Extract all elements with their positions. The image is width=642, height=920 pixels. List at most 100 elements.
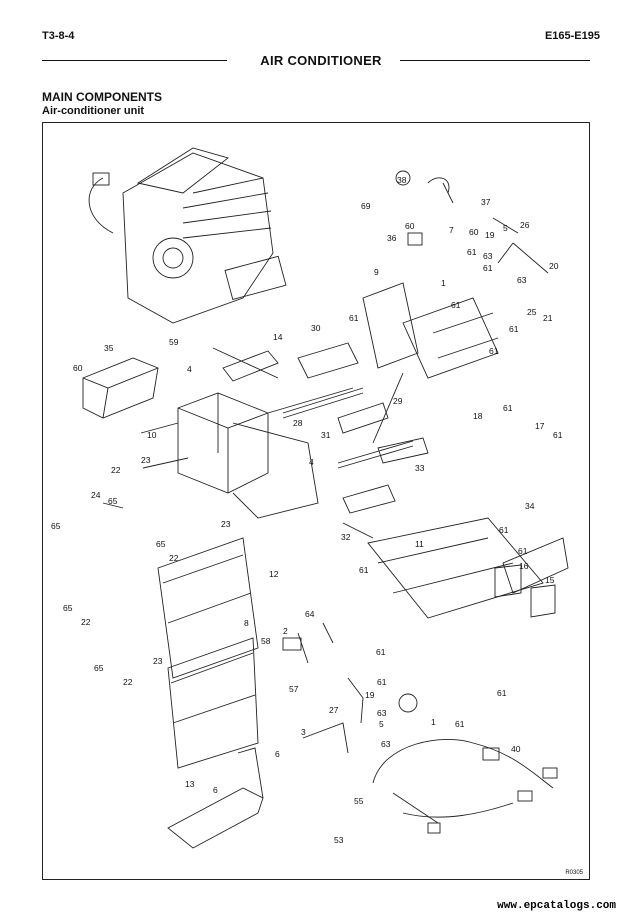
page-title: AIR CONDITIONER: [260, 53, 382, 68]
svg-text:61: 61: [467, 247, 477, 257]
amplifier-illustration: [82, 357, 159, 419]
svg-text:19: 19: [365, 690, 375, 700]
svg-text:17: 17: [535, 421, 545, 431]
title-rule-left: [42, 60, 227, 61]
svg-text:25: 25: [527, 307, 537, 317]
svg-text:61: 61: [455, 719, 465, 729]
svg-text:23: 23: [153, 656, 163, 666]
svg-text:30: 30: [311, 323, 321, 333]
exploded-view-drawing: 35 60 59 4 14 30 61 9 10 28 29 31 33 32 …: [51, 147, 569, 849]
svg-text:22: 22: [111, 465, 121, 475]
svg-text:55: 55: [354, 796, 364, 806]
svg-text:23: 23: [141, 455, 151, 465]
svg-text:8: 8: [244, 618, 249, 628]
svg-text:61: 61: [518, 546, 528, 556]
svg-text:11: 11: [415, 539, 424, 549]
svg-text:18: 18: [473, 411, 483, 421]
svg-text:65: 65: [94, 663, 104, 673]
svg-text:22: 22: [123, 677, 133, 687]
svg-text:3: 3: [301, 727, 306, 737]
svg-text:4: 4: [187, 364, 192, 374]
svg-text:4: 4: [309, 457, 314, 467]
svg-text:61: 61: [553, 430, 563, 440]
svg-text:61: 61: [509, 324, 519, 334]
svg-text:57: 57: [289, 684, 299, 694]
svg-text:16: 16: [519, 561, 529, 571]
svg-text:59: 59: [169, 337, 179, 347]
svg-text:61: 61: [497, 688, 507, 698]
section-heading: MAIN COMPONENTS: [42, 90, 162, 104]
part-number-labels: 35 60 59 4 14 30 61 9 10 28 29 31 33 32 …: [51, 175, 563, 845]
svg-text:61: 61: [503, 403, 513, 413]
lower-case-illustration: [177, 392, 319, 519]
svg-text:65: 65: [108, 496, 118, 506]
svg-text:22: 22: [169, 553, 179, 563]
svg-text:61: 61: [349, 313, 359, 323]
svg-text:60: 60: [73, 363, 83, 373]
svg-text:37: 37: [481, 197, 491, 207]
svg-text:12: 12: [269, 569, 279, 579]
drain-pan-illustration: [167, 747, 264, 849]
svg-text:60: 60: [405, 221, 415, 231]
model-range: E165-E195: [544, 30, 600, 42]
gasket-illustration: [222, 350, 556, 618]
svg-text:26: 26: [520, 220, 530, 230]
watermark-link[interactable]: www.epcatalogs.com: [497, 900, 616, 912]
svg-text:27: 27: [329, 705, 339, 715]
svg-text:6: 6: [275, 749, 280, 759]
svg-text:20: 20: [549, 261, 559, 271]
svg-text:1: 1: [441, 278, 446, 288]
title-rule-right: [400, 60, 590, 61]
svg-text:31: 31: [321, 430, 331, 440]
svg-text:63: 63: [517, 275, 527, 285]
svg-text:53: 53: [334, 835, 344, 845]
svg-text:61: 61: [483, 263, 493, 273]
svg-text:13: 13: [185, 779, 195, 789]
page-code: T3-8-4: [42, 30, 75, 42]
svg-text:10: 10: [147, 430, 157, 440]
svg-text:38: 38: [397, 175, 407, 185]
exploded-view-figure: 35 60 59 4 14 30 61 9 10 28 29 31 33 32 …: [42, 122, 590, 880]
svg-text:28: 28: [293, 418, 303, 428]
svg-text:22: 22: [81, 617, 91, 627]
svg-text:19: 19: [485, 230, 495, 240]
duct-assembly-illustration: [362, 282, 569, 619]
assembled-unit-illustration: [88, 147, 287, 324]
svg-text:61: 61: [377, 677, 387, 687]
svg-text:35: 35: [104, 343, 114, 353]
svg-text:40: 40: [511, 744, 521, 754]
svg-text:61: 61: [359, 565, 369, 575]
svg-text:23: 23: [221, 519, 231, 529]
svg-text:63: 63: [483, 251, 493, 261]
wire-harness-illustration: [372, 738, 558, 834]
svg-text:65: 65: [156, 539, 166, 549]
svg-text:15: 15: [545, 575, 555, 585]
svg-text:21: 21: [543, 313, 553, 323]
svg-text:64: 64: [305, 609, 315, 619]
svg-text:65: 65: [63, 603, 73, 613]
svg-text:32: 32: [341, 532, 351, 542]
evaporator-illustration: [157, 537, 259, 769]
svg-text:58: 58: [261, 636, 271, 646]
svg-text:7: 7: [449, 225, 454, 235]
svg-text:61: 61: [499, 525, 509, 535]
svg-text:5: 5: [503, 223, 508, 233]
svg-text:24: 24: [91, 490, 101, 500]
svg-text:33: 33: [415, 463, 425, 473]
figure-code: R0305: [565, 870, 583, 876]
svg-text:6: 6: [213, 785, 218, 795]
svg-text:63: 63: [377, 708, 387, 718]
filter-illustration: [282, 342, 429, 514]
svg-text:61: 61: [451, 300, 461, 310]
svg-text:63: 63: [381, 739, 391, 749]
svg-text:36: 36: [387, 233, 397, 243]
svg-text:29: 29: [393, 396, 403, 406]
svg-text:2: 2: [283, 626, 288, 636]
svg-text:69: 69: [361, 201, 371, 211]
svg-text:65: 65: [51, 521, 61, 531]
svg-text:5: 5: [379, 719, 384, 729]
svg-text:61: 61: [376, 647, 386, 657]
svg-text:61: 61: [489, 346, 499, 356]
subsection-heading: Air-conditioner unit: [42, 105, 145, 117]
svg-text:9: 9: [374, 267, 379, 277]
